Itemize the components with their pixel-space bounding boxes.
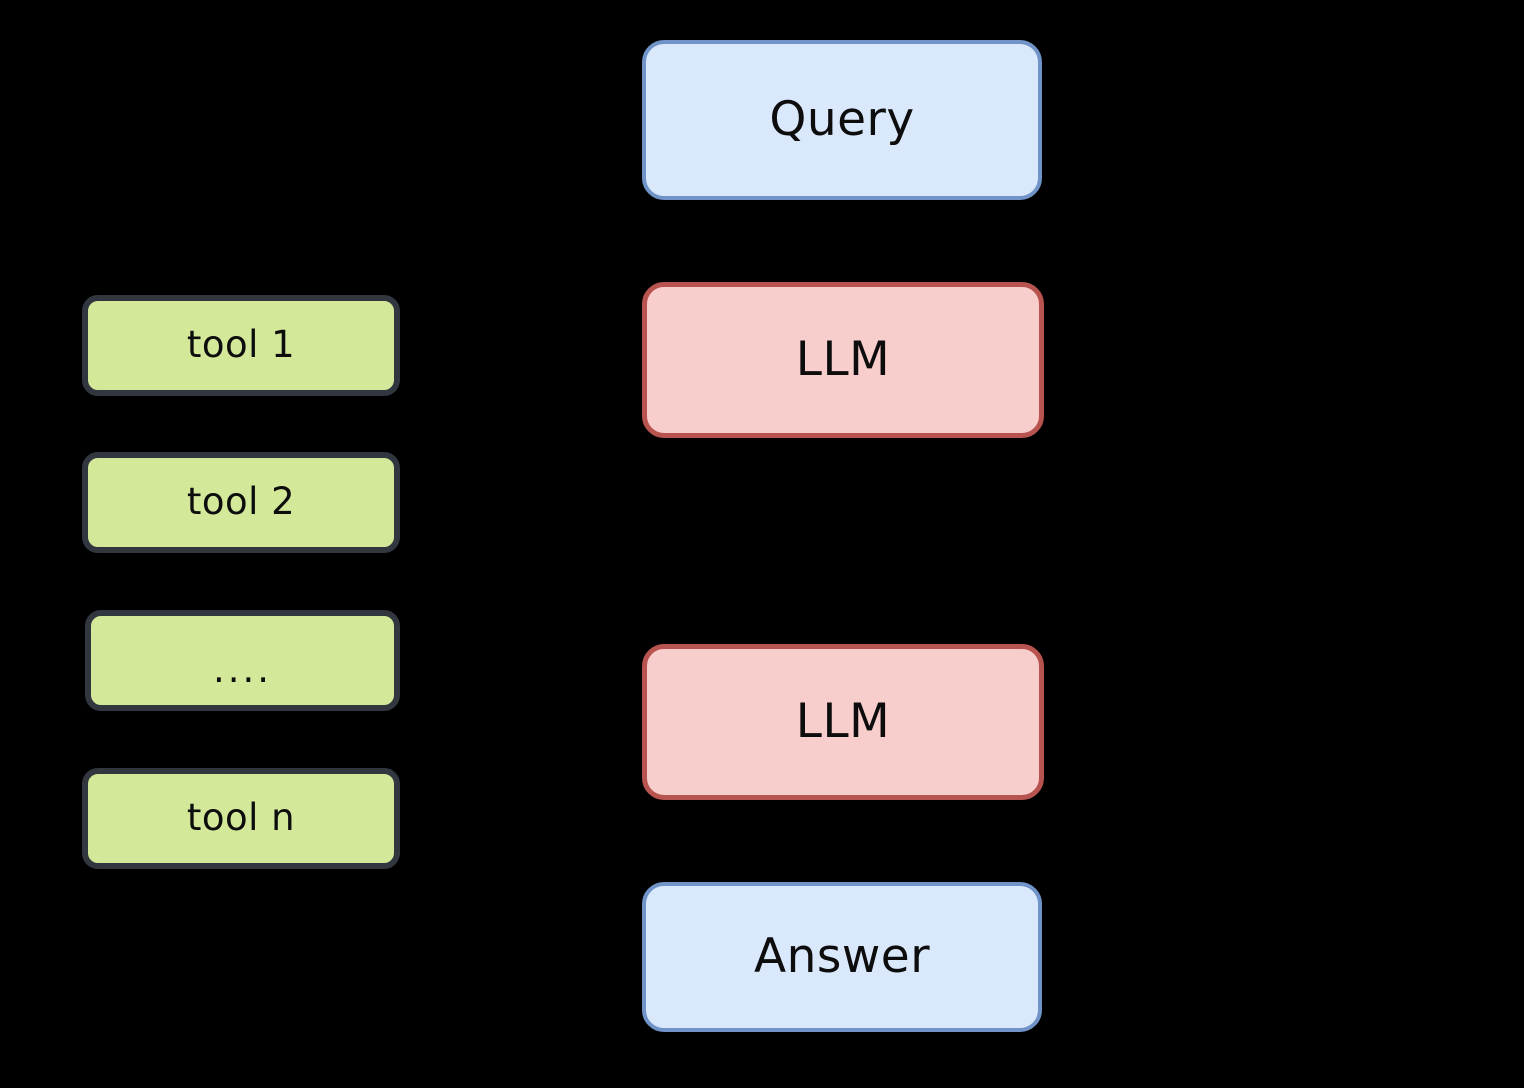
query-node-label: Query [769, 92, 915, 148]
llm-node-2[interactable]: LLM [642, 644, 1044, 800]
answer-node-label: Answer [753, 929, 931, 985]
tool-node-ellipsis[interactable]: .... [85, 610, 400, 711]
tool-node-2[interactable]: tool 2 [82, 452, 400, 553]
tool-node-label: tool 1 [186, 323, 296, 367]
tool-node-label: .... [212, 648, 273, 692]
llm-node-label: LLM [795, 332, 891, 388]
answer-node[interactable]: Answer [642, 882, 1042, 1032]
tool-node-label: tool n [186, 796, 296, 840]
tool-node-label: tool 2 [186, 480, 296, 524]
llm-node-1[interactable]: LLM [642, 282, 1044, 438]
query-node[interactable]: Query [642, 40, 1042, 200]
llm-node-label: LLM [795, 694, 891, 750]
tool-node-1[interactable]: tool 1 [82, 295, 400, 396]
tool-node-n[interactable]: tool n [82, 768, 400, 869]
